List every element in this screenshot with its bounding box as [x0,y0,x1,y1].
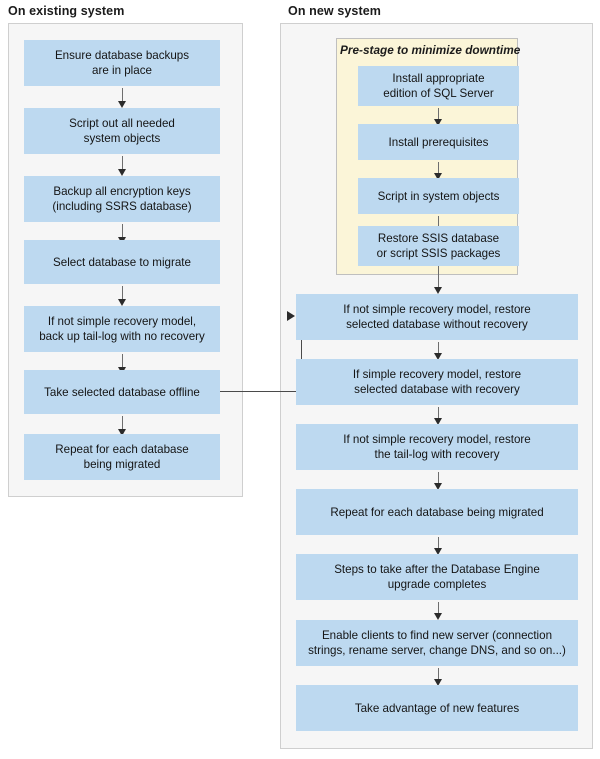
box-line-2: selected database with recovery [354,383,520,396]
process-box-repeat-each-database-right[interactable]: Repeat for each database being migrated [296,489,578,535]
box-line-2: are in place [92,64,152,77]
arrow-down [434,162,443,180]
process-box-take-offline[interactable]: Take selected database offline [24,370,220,414]
box-line-1: Ensure database backups [54,49,190,62]
column-title-new-system: On new system [288,4,381,18]
box-line-1: If simple recovery model, restore [352,368,522,381]
box-line-1: Select database to migrate [53,255,191,269]
process-box-ensure-backups[interactable]: Ensure database backups are in place [24,40,220,86]
process-box-restore-tail-log[interactable]: If not simple recovery model, restore th… [296,424,578,470]
arrow-down [118,286,127,306]
box-line-1: Install prerequisites [388,135,489,149]
process-box-restore-ssis[interactable]: Restore SSIS database or script SSIS pac… [358,226,519,266]
box-line-1: Restore SSIS database [377,232,500,245]
process-box-script-system-objects[interactable]: Script out all needed system objects [24,108,220,154]
box-line-2: selected database without recovery [346,318,528,331]
box-line-1: Install appropriate [392,72,485,85]
prestage-group-title: Pre-stage to minimize downtime [340,43,521,57]
box-line-1: If not simple recovery model, [47,315,197,328]
arrow-down [434,342,443,360]
arrow-down [118,416,127,436]
process-box-enable-clients[interactable]: Enable clients to find new server (conne… [296,620,578,666]
process-box-backup-encryption-keys[interactable]: Backup all encryption keys (including SS… [24,176,220,222]
process-box-install-sql-server[interactable]: Install appropriate edition of SQL Serve… [358,66,519,106]
connector-segment-horizontal-lower [220,391,303,393]
box-line-1: Take selected database offline [44,385,200,399]
box-line-1: Script in system objects [377,189,500,203]
process-box-install-prerequisites[interactable]: Install prerequisites [358,124,519,160]
box-line-2: back up tail-log with no recovery [39,330,205,343]
box-line-2: the tail-log with recovery [374,448,500,461]
process-box-restore-without-recovery[interactable]: If not simple recovery model, restore se… [296,294,578,340]
box-line-1: Steps to take after the Database Engine [334,563,540,576]
box-line-1: Take advantage of new features [354,701,520,715]
process-box-backup-tail-log[interactable]: If not simple recovery model, back up ta… [24,306,220,352]
arrow-down [118,156,127,176]
arrow-down [434,537,443,555]
box-line-2: system objects [83,132,161,145]
arrow-down [434,108,443,126]
arrow-down [434,472,443,490]
box-line-1: Backup all encryption keys [53,185,191,198]
process-box-script-in-system-objects[interactable]: Script in system objects [358,178,519,214]
process-box-restore-with-recovery[interactable]: If simple recovery model, restore select… [296,359,578,405]
box-line-1: Repeat for each database [55,443,189,456]
box-line-1: Script out all needed [69,117,175,130]
process-box-repeat-each-database[interactable]: Repeat for each database being migrated [24,434,220,480]
arrow-down [118,88,127,108]
process-box-post-upgrade-steps[interactable]: Steps to take after the Database Engine … [296,554,578,600]
box-line-2: edition of SQL Server [383,87,494,100]
box-line-2: being migrated [83,458,161,471]
column-title-existing-system: On existing system [8,4,125,18]
box-line-1: Enable clients to find new server (conne… [321,629,553,642]
box-line-1: Repeat for each database being migrated [330,505,544,519]
box-line-2: or script SSIS packages [376,247,501,260]
arrow-down [434,602,443,620]
arrow-down-prestage-exit [434,266,443,294]
box-line-2: (including SSRS database) [52,200,192,213]
connector-arrowhead-icon [287,311,295,321]
arrow-down [434,668,443,686]
process-box-select-database[interactable]: Select database to migrate [24,240,220,284]
box-line-1: If not simple recovery model, restore [343,303,531,316]
process-box-take-advantage-features[interactable]: Take advantage of new features [296,685,578,731]
connector-segment-vertical [301,317,303,392]
box-line-2: strings, rename server, change DNS, and … [308,644,566,657]
box-line-1: If not simple recovery model, restore [343,433,531,446]
box-line-2: upgrade completes [387,578,487,591]
arrow-down [434,407,443,425]
